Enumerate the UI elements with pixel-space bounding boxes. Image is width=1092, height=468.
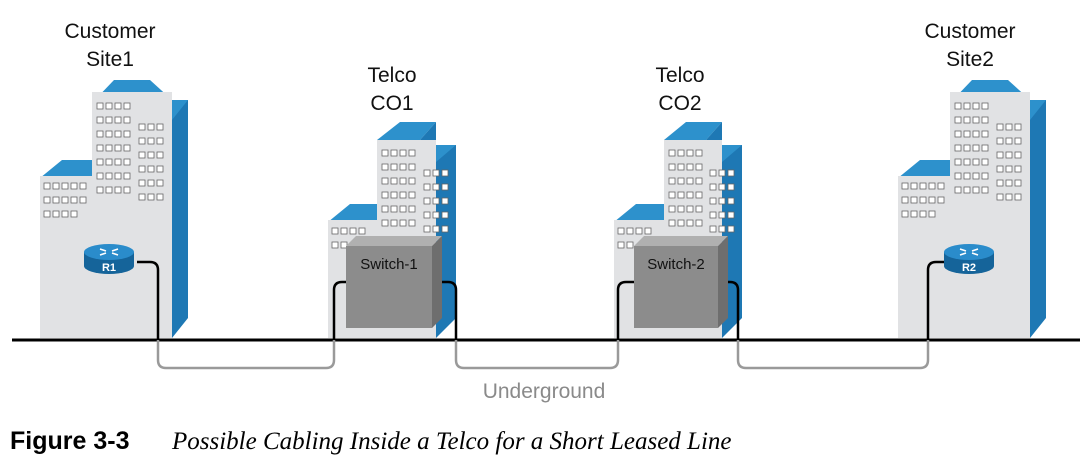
switch-label: Switch-2 xyxy=(647,256,705,273)
router-arrows-icon xyxy=(959,248,979,256)
router-arrows-icon xyxy=(99,248,119,256)
site-label: Telco xyxy=(655,64,704,87)
figure-number: Figure 3-3 xyxy=(10,427,129,455)
underground-label: Underground xyxy=(483,380,606,403)
switch-2: Switch-2 xyxy=(634,236,728,328)
site-label: Customer xyxy=(64,20,155,43)
site-label: Site2 xyxy=(946,48,994,71)
building-cabling xyxy=(137,260,944,340)
switch-1: Switch-1 xyxy=(346,236,442,328)
site-label: CO1 xyxy=(370,92,413,115)
switch-label: Switch-1 xyxy=(360,256,418,273)
site-label: Telco xyxy=(367,64,416,87)
site-label: Site1 xyxy=(86,48,134,71)
site-label: Customer xyxy=(924,20,1015,43)
building-customer-site1 xyxy=(40,80,188,338)
router-r2: R2 xyxy=(944,244,994,274)
site-label: CO2 xyxy=(658,92,701,115)
router-r1: R1 xyxy=(84,244,134,274)
router-label: R1 xyxy=(102,262,116,274)
building-customer-site2 xyxy=(898,80,1046,338)
router-label: R2 xyxy=(962,262,976,274)
figure-caption: Possible Cabling Inside a Telco for a Sh… xyxy=(171,428,732,455)
underground-cabling xyxy=(156,340,930,370)
